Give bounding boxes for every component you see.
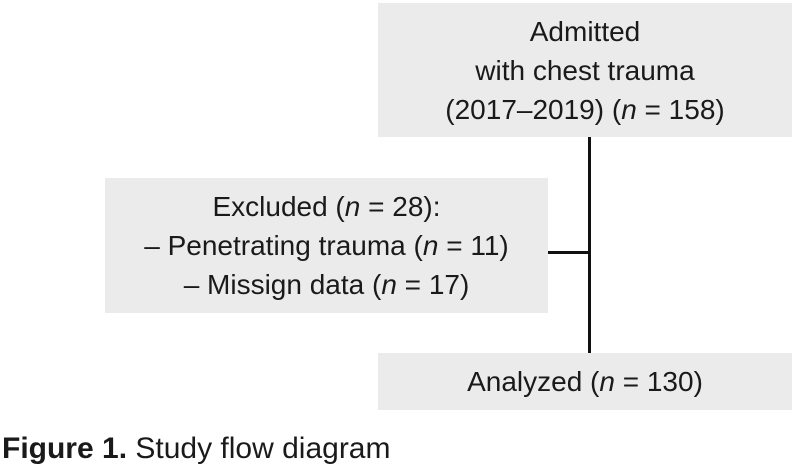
- admitted-line-2: with chest trauma: [475, 54, 695, 86]
- admitted-line-3: (2017–2019) (n = 158): [445, 93, 725, 125]
- connector-vertical-line: [588, 137, 591, 353]
- italic-n: n: [599, 366, 615, 397]
- connector-horizontal-line: [548, 251, 591, 254]
- figure-caption: Figure 1. Study flow diagram: [2, 430, 390, 468]
- figure-caption-label: Figure 1.: [2, 432, 128, 465]
- italic-n: n: [381, 269, 397, 300]
- excluded-line-2: – Penetrating trauma (n = 11): [144, 230, 509, 261]
- italic-n: n: [621, 93, 637, 125]
- italic-n: n: [422, 230, 439, 261]
- admitted-line-1: Admitted: [529, 15, 641, 47]
- flow-box-admitted: Admitted with chest trauma (2017–2019) (…: [378, 3, 792, 137]
- figure-caption-text: Study flow diagram: [127, 432, 391, 465]
- italic-n: n: [344, 191, 361, 222]
- flow-box-excluded: Excluded (n = 28): – Penetrating trauma …: [105, 178, 548, 313]
- flow-box-analyzed: Analyzed (n = 130): [378, 353, 792, 410]
- excluded-line-1: Excluded (n = 28):: [212, 191, 441, 222]
- analyzed-line-1: Analyzed (n = 130): [467, 366, 703, 397]
- excluded-line-3: – Missign data (n = 17): [183, 269, 470, 300]
